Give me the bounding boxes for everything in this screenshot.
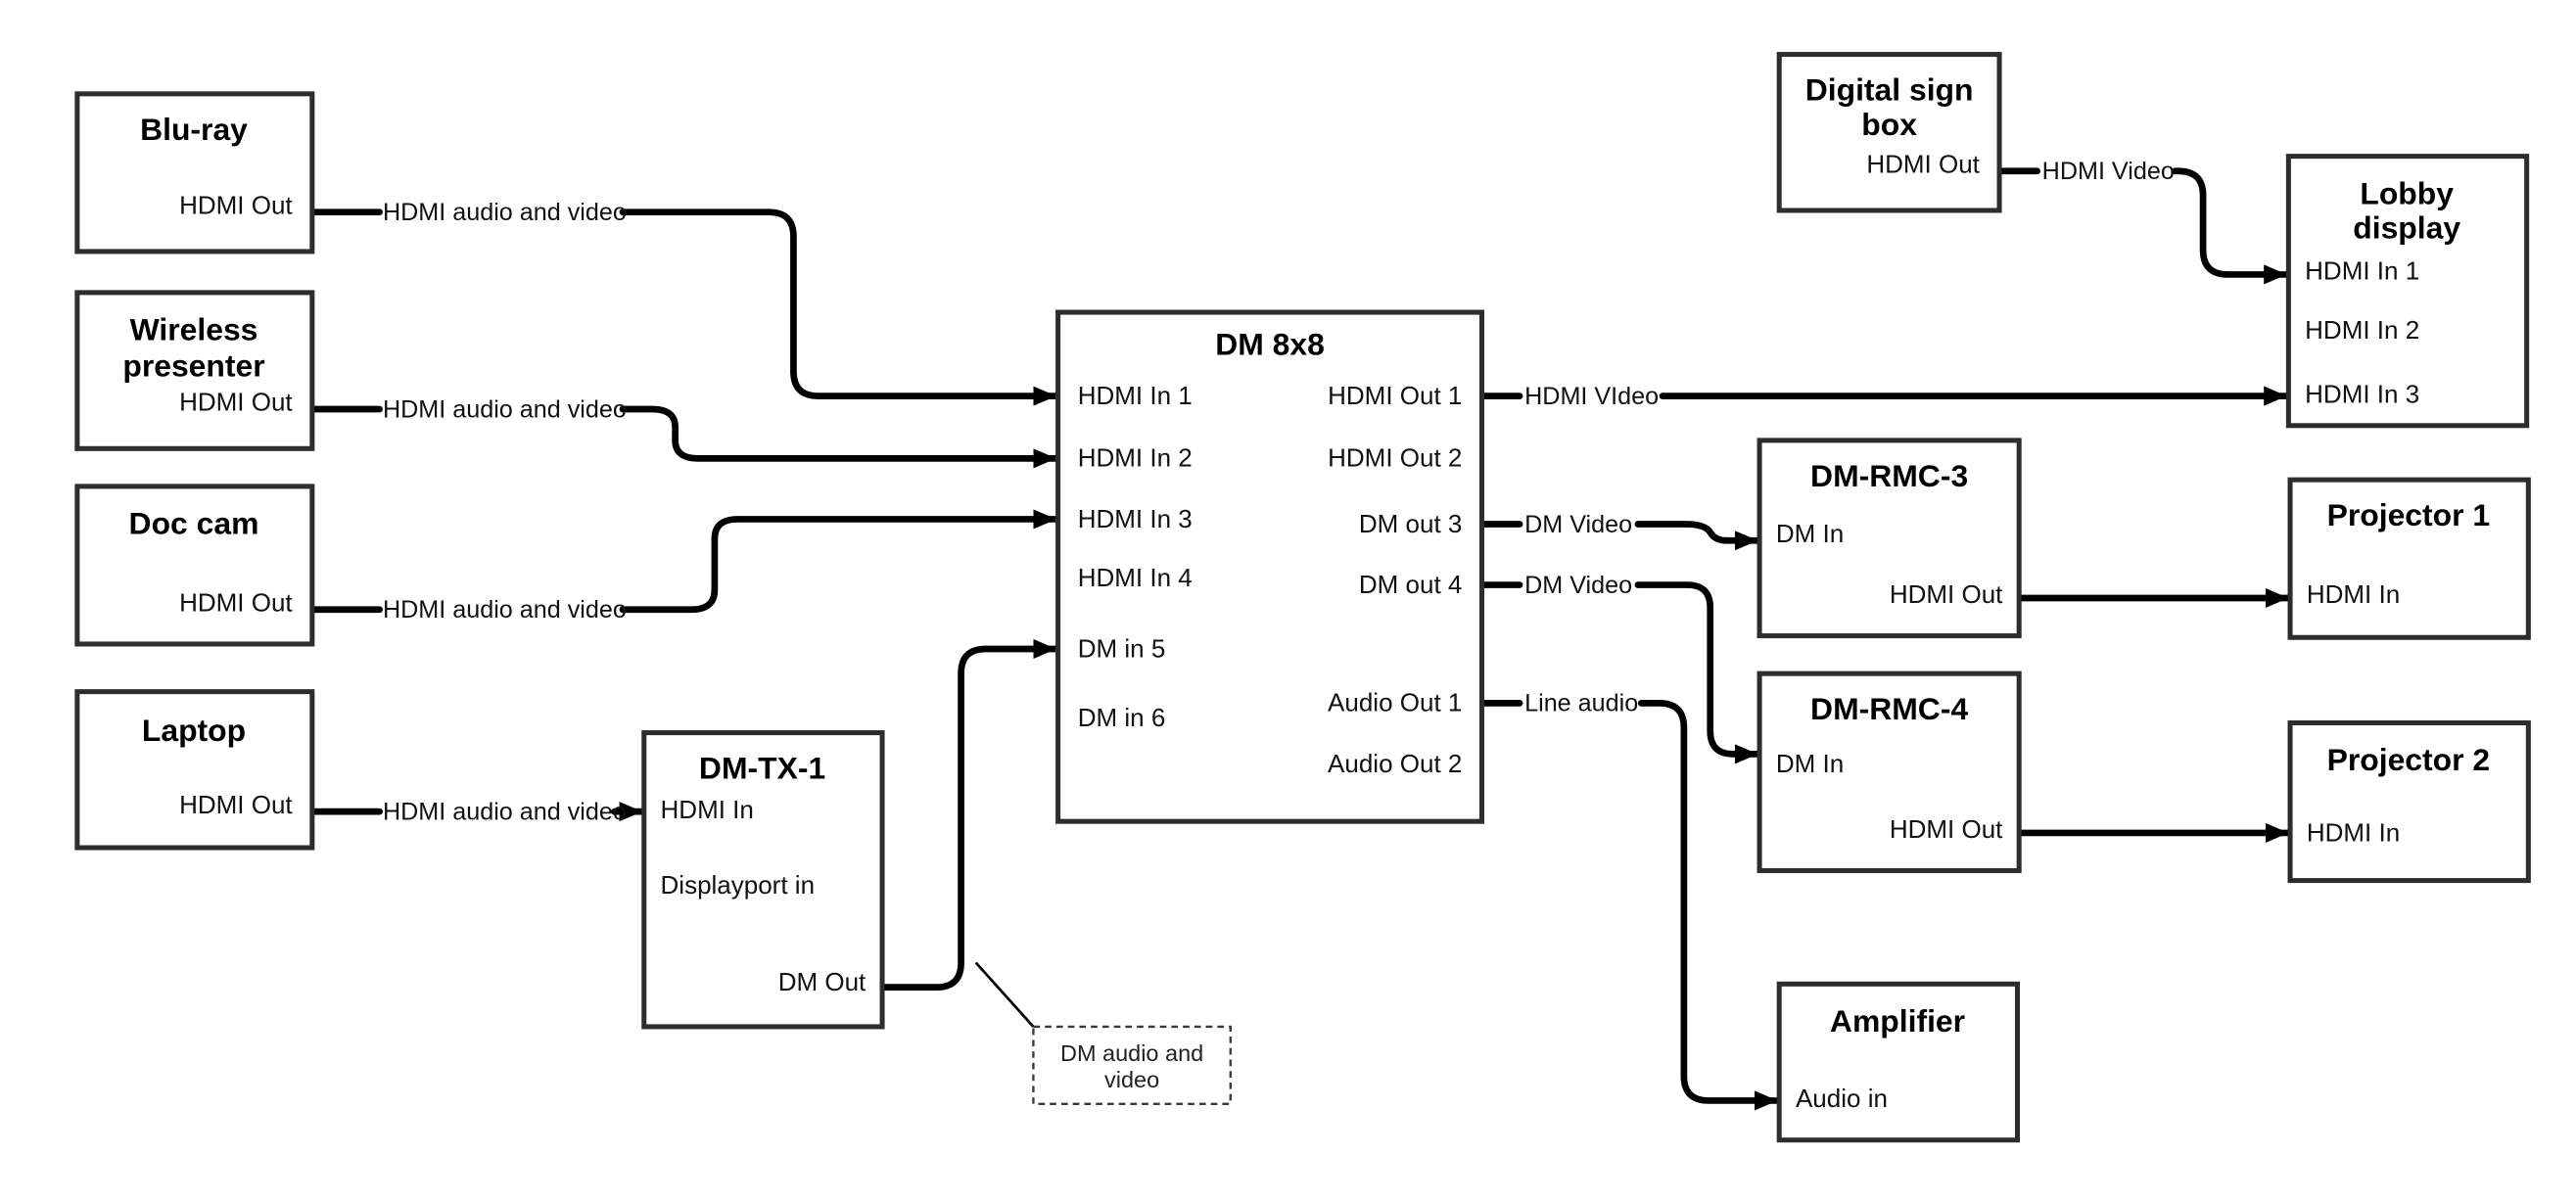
wireless-presenter-title: Wireless	[130, 312, 258, 347]
wireless-presenter-title: presenter	[122, 347, 264, 383]
dm-8x8-title: DM 8x8	[1215, 327, 1325, 362]
wire-dmtx1-to-dm8x8-in5	[878, 638, 1060, 992]
dm-rmc-4-title: DM-RMC-4	[1810, 691, 1968, 726]
projector-1-title: Projector 1	[2327, 497, 2491, 532]
dm-8x8-port-hdmi-in-3: HDMI In 3	[1078, 504, 1193, 533]
digital-sign-box: Digital sign box HDMI Out	[1776, 52, 2002, 213]
dm-tx-1-box: DM-TX-1 HDMI In Displayport in DM Out	[641, 730, 885, 1030]
lobby-display-title: display	[2353, 210, 2460, 246]
callout-leader-line	[974, 961, 1035, 1028]
dm-8x8-box: DM 8x8 HDMI In 1 HDMI In 2 HDMI In 3 HDM…	[1055, 309, 1485, 824]
bluray-title: Blu-ray	[140, 112, 248, 147]
doc-cam-title: Doc cam	[129, 506, 259, 541]
digital-sign-title: box	[1861, 107, 1917, 142]
digital-sign-port-hdmi-out: HDMI Out	[1866, 149, 1980, 178]
wire-label: HDMI audio and video	[383, 596, 627, 624]
wire-digitalsign-to-lobby-in1	[2172, 167, 2291, 285]
dm-8x8-port-dm-out-4: DM out 4	[1359, 570, 1463, 599]
dm-8x8-port-dm-in-6: DM in 6	[1078, 703, 1166, 732]
dm-8x8-port-dm-in-5: DM in 5	[1078, 633, 1166, 663]
projector-1-port-hdmi-in: HDMI In	[2307, 579, 2400, 609]
wire-label: Line audio	[1524, 690, 1638, 717]
wireless-presenter-box: Wireless presenter HDMI Out	[74, 290, 315, 451]
amplifier-title: Amplifier	[1830, 1003, 1965, 1039]
digital-sign-box-outline	[1776, 52, 2002, 213]
amplifier-port-audio-in: Audio in	[1796, 1084, 1888, 1113]
wire-label: HDMI Video	[2042, 158, 2175, 185]
dm-rmc-4-box-outline	[1756, 670, 2022, 874]
laptop-box: Laptop HDMI Out	[74, 689, 315, 851]
projector-2-box-outline	[2287, 719, 2531, 884]
dm-rmc-4-port-hdmi-out: HDMI Out	[1890, 814, 2003, 844]
projector-2-port-hdmi-in: HDMI In	[2307, 817, 2400, 847]
projector-1-box-outline	[2287, 477, 2531, 640]
dm-8x8-port-hdmi-out-2: HDMI Out 2	[1328, 443, 1462, 473]
lobby-display-port-hdmi-in-3: HDMI In 3	[2305, 379, 2419, 408]
dm-8x8-port-hdmi-out-1: HDMI Out 1	[1328, 381, 1462, 410]
laptop-box-outline	[74, 689, 315, 851]
doc-cam-box-outline	[74, 484, 315, 647]
wire-dm8x8-out3-to-rmc3	[1634, 521, 1761, 551]
wireless-presenter-box-outline	[74, 290, 315, 451]
lobby-display-box-outline	[2285, 154, 2530, 429]
dm-rmc-4-port-dm-in: DM In	[1776, 749, 1844, 778]
connectors: HDMI audio and video HDMI audio and vide…	[308, 158, 2292, 1111]
callout-text: DM audio and	[1060, 1040, 1203, 1066]
dm-8x8-port-hdmi-in-1: HDMI In 1	[1078, 381, 1193, 410]
dm-8x8-port-hdmi-in-4: HDMI In 4	[1078, 563, 1193, 592]
laptop-title: Laptop	[142, 713, 246, 748]
lobby-display-box: Lobby display HDMI In 1 HDMI In 2 HDMI I…	[2285, 154, 2530, 429]
dm-rmc-4-box: DM-RMC-4 DM In HDMI Out	[1756, 670, 2022, 874]
bluray-box-outline	[74, 91, 315, 254]
projector-1-box: Projector 1 HDMI In	[2287, 477, 2531, 640]
lobby-display-port-hdmi-in-1: HDMI In 1	[2305, 255, 2419, 285]
dm-tx-1-box-outline	[641, 730, 885, 1030]
wire-label: HDMI VIdeo	[1524, 383, 1659, 410]
dm-tx-1-port-displayport-in: Displayport in	[661, 870, 816, 900]
wireless-presenter-port-hdmi-out: HDMI Out	[179, 388, 293, 417]
wire-label: DM Video	[1524, 572, 1632, 599]
laptop-port-hdmi-out: HDMI Out	[179, 790, 293, 819]
dm-audio-video-callout: DM audio and video	[974, 961, 1232, 1105]
dm-tx-1-port-hdmi-in: HDMI In	[661, 795, 754, 824]
lobby-display-port-hdmi-in-2: HDMI In 2	[2305, 315, 2419, 345]
wire-label: HDMI audio and video	[383, 799, 627, 826]
projector-2-title: Projector 2	[2327, 742, 2491, 777]
wire-wireless-to-dm8x8-in2	[619, 405, 1060, 469]
dm-rmc-3-port-hdmi-out: HDMI Out	[1890, 579, 2003, 609]
wire-dm8x8-audio1-to-amplifier	[1637, 700, 1781, 1111]
dm-8x8-port-dm-out-3: DM out 3	[1359, 509, 1463, 538]
lobby-display-title: Lobby	[2360, 175, 2454, 210]
doc-cam-port-hdmi-out: HDMI Out	[179, 587, 293, 617]
dm-tx-1-title: DM-TX-1	[699, 751, 825, 786]
dm-8x8-box-outline	[1055, 309, 1485, 824]
wire-label: DM Video	[1524, 511, 1632, 538]
dm-8x8-port-audio-out-1: Audio Out 1	[1328, 688, 1462, 717]
callout-outline	[1032, 1025, 1232, 1105]
dm-rmc-3-box-outline	[1756, 438, 2022, 639]
amplifier-box: Amplifier Audio in	[1776, 981, 2021, 1143]
wire-label: HDMI audio and video	[383, 199, 627, 226]
callout-text: video	[1104, 1067, 1159, 1092]
dm-rmc-3-title: DM-RMC-3	[1810, 458, 1968, 493]
dm-8x8-port-hdmi-in-2: HDMI In 2	[1078, 443, 1193, 473]
dm-tx-1-port-dm-out: DM Out	[778, 967, 866, 996]
amplifier-box-outline	[1776, 981, 2021, 1143]
bluray-box: Blu-ray HDMI Out	[74, 91, 315, 254]
dm-rmc-3-box: DM-RMC-3 DM In HDMI Out	[1756, 438, 2022, 639]
dm-8x8-port-audio-out-2: Audio Out 2	[1328, 749, 1462, 778]
projector-2-box: Projector 2 HDMI In	[2287, 719, 2531, 884]
wire-dm8x8-out4-to-rmc4	[1634, 581, 1761, 764]
bluray-port-hdmi-out: HDMI Out	[179, 190, 293, 219]
digital-sign-title: Digital sign	[1805, 72, 1974, 108]
wire-label: HDMI audio and video	[383, 395, 627, 423]
dm-rmc-3-port-dm-in: DM In	[1776, 519, 1844, 548]
wire-bluray-to-dm8x8-in1	[619, 208, 1060, 406]
wire-doccam-to-dm8x8-in3	[619, 509, 1060, 614]
doc-cam-box: Doc cam HDMI Out	[74, 484, 315, 647]
